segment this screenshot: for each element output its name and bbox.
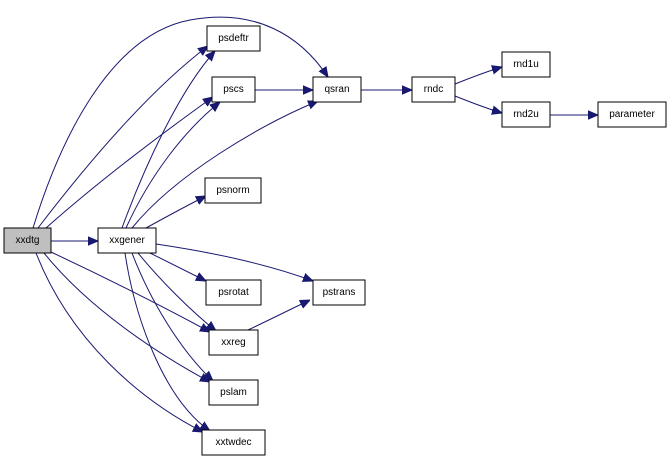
node-label-xxdtg: xxdtg [16, 235, 40, 246]
edge-xxgener-to-pslam [131, 252, 213, 381]
edge-xxgener-to-xxtwdec [124, 252, 210, 431]
node-label-psrotat: psrotat [218, 287, 249, 298]
edge-xxdtg-to-qsran [32, 16, 328, 229]
node-label-psnorm: psnorm [216, 185, 249, 196]
node-box-psrotat[interactable] [205, 279, 262, 306]
node-box-pscs[interactable] [211, 76, 256, 103]
node-box-qsran[interactable] [312, 76, 362, 103]
node-box-xxtwdec[interactable] [201, 429, 266, 456]
edge-rndc-to-rnd2u [454, 95, 502, 113]
node-xxgener[interactable]: xxgener [97, 227, 157, 254]
node-label-pslam: pslam [220, 387, 247, 398]
node-rnd2u[interactable]: rnd2u [501, 101, 551, 128]
node-box-xxreg[interactable] [208, 329, 259, 356]
edge-xxgener-to-pscs [125, 102, 220, 229]
edge-xxgener-to-pstrans [155, 243, 313, 281]
edge-xxgener-to-qsran [131, 101, 318, 229]
node-box-rnd1u[interactable] [501, 51, 551, 78]
node-xxtwdec[interactable]: xxtwdec [201, 429, 266, 456]
node-parameter[interactable]: parameter [597, 101, 667, 128]
edge-xxdtg-to-xxtwdec [35, 252, 203, 432]
node-box-psdeftr[interactable] [206, 25, 261, 52]
node-label-psdeftr: psdeftr [218, 33, 249, 44]
node-label-xxreg: xxreg [221, 337, 245, 348]
node-box-xxdtg[interactable] [3, 227, 52, 254]
edge-xxgener-to-xxreg [137, 252, 216, 331]
node-psdeftr[interactable]: psdeftr [206, 25, 261, 52]
node-label-xxgener: xxgener [109, 235, 145, 246]
node-label-rnd2u: rnd2u [513, 109, 539, 120]
node-label-pstrans: pstrans [323, 287, 356, 298]
edge-xxgener-to-psnorm [145, 196, 206, 229]
node-rnd1u[interactable]: rnd1u [501, 51, 551, 78]
edges-layer [32, 16, 598, 432]
node-label-xxtwdec: xxtwdec [215, 437, 251, 448]
node-label-qsran: qsran [324, 84, 349, 95]
node-pstrans[interactable]: pstrans [312, 279, 366, 306]
node-box-pstrans[interactable] [312, 279, 366, 306]
node-label-rndc: rndc [424, 84, 443, 95]
node-rndc[interactable]: rndc [411, 76, 456, 103]
node-xxdtg[interactable]: xxdtg [3, 227, 52, 254]
node-xxreg[interactable]: xxreg [208, 329, 259, 356]
node-label-parameter: parameter [609, 109, 655, 120]
node-box-psnorm[interactable] [204, 177, 262, 204]
edge-xxdtg-to-pscs [45, 97, 213, 229]
node-box-parameter[interactable] [597, 101, 667, 128]
node-box-pslam[interactable] [208, 379, 259, 406]
node-pscs[interactable]: pscs [211, 76, 256, 103]
edge-xxgener-to-psrotat [149, 252, 206, 281]
edge-xxdtg-to-psdeftr [37, 46, 208, 229]
node-box-xxgener[interactable] [97, 227, 157, 254]
node-box-rndc[interactable] [411, 76, 456, 103]
node-psnorm[interactable]: psnorm [204, 177, 262, 204]
nodes-layer: xxdtg xxgener psdeftr pscs qsran rndc rnd1u rnd… [3, 25, 667, 456]
node-qsran[interactable]: qsran [312, 76, 362, 103]
edge-xxdtg-to-xxreg [50, 251, 210, 332]
node-pslam[interactable]: pslam [208, 379, 259, 406]
edge-rndc-to-rnd1u [454, 67, 502, 85]
node-label-rnd1u: rnd1u [513, 59, 539, 70]
node-label-pscs: pscs [223, 84, 244, 95]
edge-xxgener-to-psdeftr [121, 51, 215, 229]
node-box-rnd2u[interactable] [501, 101, 551, 128]
node-psrotat[interactable]: psrotat [205, 279, 262, 306]
edge-xxdtg-to-pslam [43, 252, 210, 382]
edge-xxreg-to-pstrans [247, 300, 310, 331]
